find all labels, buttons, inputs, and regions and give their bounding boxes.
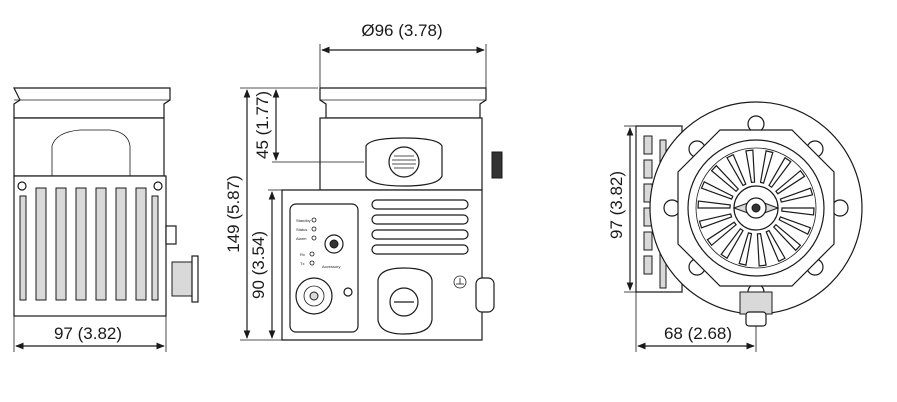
- panel-label-alarm: Alarm: [296, 236, 307, 241]
- rotor-blade: [759, 150, 774, 184]
- left-view: 97 (3.82): [13, 87, 199, 352]
- left-port: [165, 225, 177, 245]
- left-screw-tr: [153, 181, 163, 191]
- panel-label-tx: Tx: [300, 261, 304, 266]
- rotor-blade: [768, 156, 792, 189]
- center-upper-height-label: 45 (1.77): [253, 91, 272, 159]
- center-view: Ø96 (3.78) Standby Status Alarm Rx Tx: [224, 21, 503, 341]
- center-total-height-label: 149 (5.87): [224, 175, 243, 253]
- rotor-blade: [710, 164, 740, 193]
- left-fins: [19, 187, 159, 301]
- panel-label-accessory: Accessory: [322, 264, 340, 269]
- center-connector-slots: [392, 155, 416, 169]
- center-lower-height-label: 90 (3.54): [249, 231, 268, 299]
- rotor-blade: [779, 187, 814, 203]
- rotor-blade: [772, 223, 802, 252]
- left-width-label: 97 (3.82): [54, 324, 122, 343]
- right-view: 97 (3.82) 68 (2.68): [607, 101, 863, 352]
- center-diameter-label: Ø96 (3.78): [361, 21, 442, 40]
- rotor-blade: [756, 232, 767, 267]
- left-flange: [13, 87, 171, 119]
- right-height-label: 97 (3.82): [607, 171, 626, 239]
- panel-label-rx: Rx: [300, 252, 305, 257]
- rotor-blade: [698, 213, 733, 229]
- center-side-knob: [491, 151, 503, 179]
- rotor-blade: [738, 232, 753, 266]
- rotor-blade: [781, 207, 815, 216]
- rotor-blade: [706, 221, 737, 247]
- rotor-blade: [726, 153, 747, 187]
- left-screw-tl: [17, 181, 27, 191]
- panel-label-standby: Standby: [296, 218, 311, 223]
- left-upper-body: [13, 117, 165, 177]
- left-fitting: [171, 261, 195, 297]
- center-vent-slots: [371, 199, 469, 255]
- rotor-blade: [700, 180, 734, 200]
- rotor-blade: [720, 227, 744, 260]
- ground-symbol: [453, 275, 467, 289]
- rotor-blade: [765, 229, 786, 263]
- rotor-blade: [778, 216, 812, 236]
- right-bottom-fitting: [739, 291, 773, 315]
- center-flange: [319, 87, 487, 119]
- rotor-blade: [697, 200, 731, 209]
- center-side-cylinder: [475, 277, 495, 313]
- right-offset-label: 68 (2.68): [664, 324, 732, 343]
- rotor-blade: [775, 169, 806, 195]
- panel-label-status: Status: [296, 227, 307, 232]
- rotor-blade: [745, 149, 756, 184]
- right-rotor-blades: [697, 149, 815, 267]
